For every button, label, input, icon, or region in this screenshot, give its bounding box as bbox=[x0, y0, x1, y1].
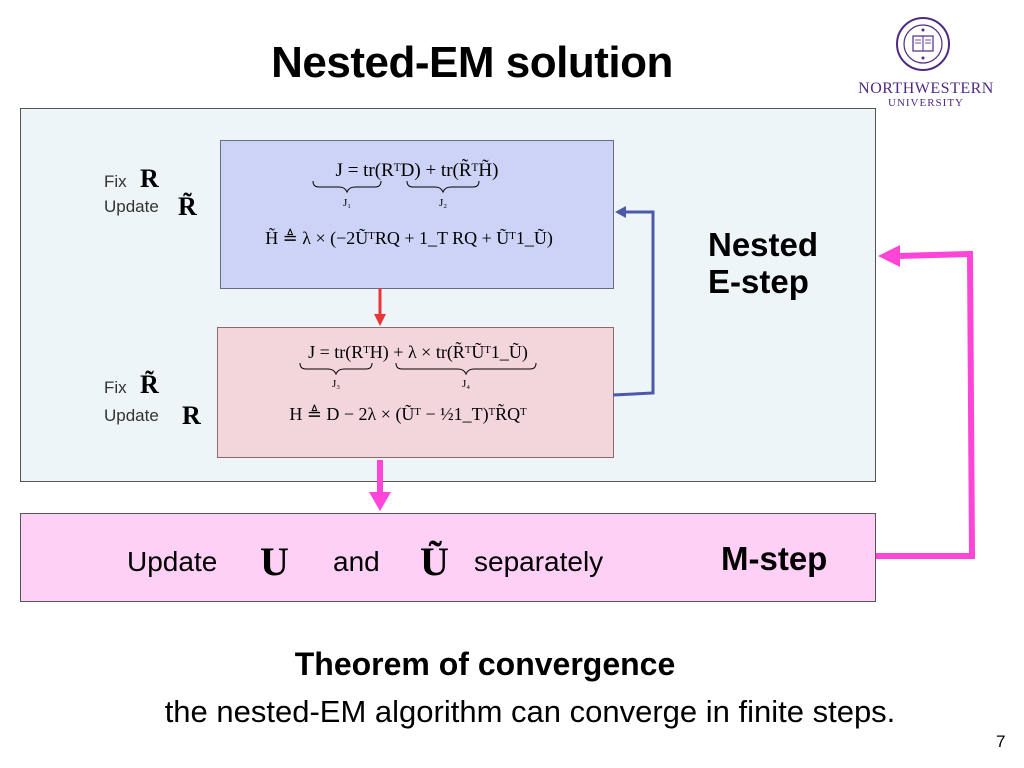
nested-label-line2: E-step bbox=[708, 263, 809, 300]
mstep-panel bbox=[20, 513, 876, 602]
magenta-loop-arrow-icon bbox=[876, 245, 976, 559]
page-number: 7 bbox=[996, 732, 1006, 751]
update-label: Update bbox=[104, 406, 159, 425]
equation-h-tilde: H̃ ≜ λ × (−2ŨᵀRQ + 1_T RQ + Ũᵀ1_Ũ) bbox=[265, 226, 553, 249]
mstep-label: M-step bbox=[721, 540, 828, 577]
brace-label-j4: J₄ bbox=[462, 378, 470, 390]
fix-symbol: R̃ bbox=[140, 370, 159, 399]
mstep-separately-text: separately bbox=[474, 546, 604, 577]
magenta-down-arrow-icon bbox=[369, 460, 391, 511]
nested-label-line1: Nested bbox=[708, 226, 819, 263]
university-seal-icon bbox=[896, 17, 950, 71]
equation-h: H ≜ D − 2λ × (Ũᵀ − ½1_T)ᵀR̃Qᵀ bbox=[289, 402, 527, 425]
slide-title: Nested-EM solution bbox=[271, 38, 673, 87]
mstep-symbol-u-tilde: Ũ bbox=[420, 539, 449, 584]
update-label: Update bbox=[104, 197, 159, 216]
brace-label-j1: J₁ bbox=[343, 197, 351, 209]
equation-j12: J = tr(RᵀD) + tr(R̃ᵀH̃) bbox=[336, 158, 499, 181]
brace-label-j3: J₃ bbox=[332, 378, 340, 390]
mstep-symbol-u: U bbox=[260, 539, 289, 584]
red-down-arrow-icon bbox=[374, 288, 386, 326]
mstep-and-text: and bbox=[333, 546, 380, 577]
fix-label: Fix bbox=[104, 172, 127, 191]
mstep-update-text: Update bbox=[127, 546, 218, 577]
update-symbol: R bbox=[182, 401, 201, 430]
equation-j34: J = tr(RᵀH) + λ × tr(R̃ᵀŨᵀ1_Ũ) bbox=[308, 340, 528, 363]
blue-loop-arrow-icon bbox=[612, 206, 655, 397]
equation-box-2: J = tr(RᵀH) + λ × tr(R̃ᵀŨᵀ1_Ũ) J₃ J₄ H ≜… bbox=[217, 327, 614, 458]
logo-subtitle: UNIVERSITY bbox=[888, 97, 964, 109]
update-symbol: R̃ bbox=[178, 192, 197, 221]
equation-box-1: J = tr(RᵀD) + tr(R̃ᵀH̃) J₁ J₂ H̃ ≜ λ × (… bbox=[220, 140, 614, 289]
equations-1: J = tr(RᵀD) + tr(R̃ᵀH̃) J₁ J₂ H̃ ≜ λ × (… bbox=[265, 158, 553, 249]
brace-label-j2: J₂ bbox=[439, 197, 447, 209]
theorem-title: Theorem of convergence bbox=[294, 646, 676, 682]
nested-estep-label: Nested E-step bbox=[708, 226, 818, 300]
theorem-text: the nested-EM algorithm can converge in … bbox=[164, 694, 896, 729]
equations-2: J = tr(RᵀH) + λ × tr(R̃ᵀŨᵀ1_Ũ) J₃ J₄ H ≜… bbox=[289, 340, 537, 425]
logo-name: NORTHWESTERN bbox=[858, 80, 994, 97]
fix-symbol: R bbox=[140, 164, 159, 193]
fix-label: Fix bbox=[104, 378, 127, 397]
